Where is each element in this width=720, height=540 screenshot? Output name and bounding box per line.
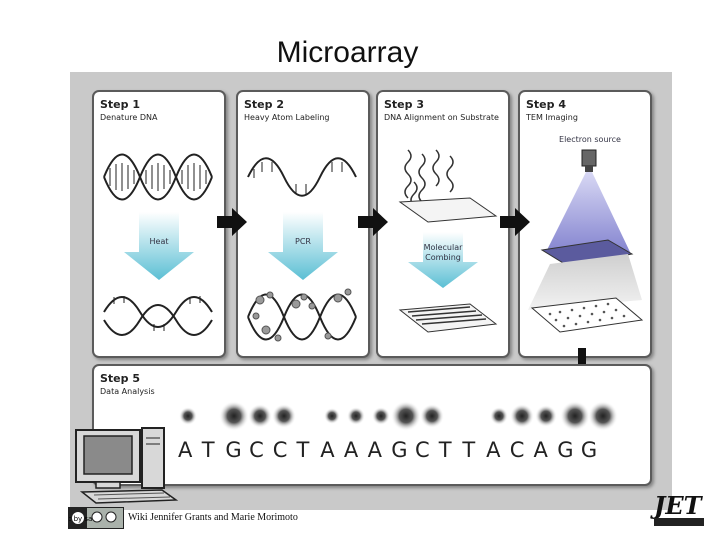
step3-panel: Step 3 DNA Alignment on Substrate Molecu… (376, 90, 510, 358)
step3-subtitle: DNA Alignment on Substrate (384, 113, 499, 122)
step4-panel: Step 4 TEM Imaging Electron source (518, 90, 652, 358)
step3-illustration: Molecular Combing (398, 149, 498, 333)
step2-title: Step 2 (244, 98, 284, 111)
step5-subtitle: Data Analysis (100, 387, 155, 396)
slide-title: Microarray (276, 36, 419, 69)
electron-beam-icon (546, 172, 630, 252)
step1-subtitle: Denature DNA (100, 113, 158, 122)
cc-badge-text: cc by sa (69, 515, 92, 523)
sample-grid-icon (540, 239, 634, 267)
signal-spot (372, 407, 390, 425)
sequence-letter: T (462, 438, 476, 462)
jet-logo: JET (650, 491, 704, 526)
combing-label-1: Molecular (424, 243, 464, 252)
signal-spots (179, 401, 618, 431)
aligned-dna-icon (407, 306, 487, 325)
sequence-letter: T (296, 438, 310, 462)
heat-label: Heat (150, 237, 169, 246)
combing-label-2: Combing (425, 253, 461, 262)
sequence-letter: A (367, 438, 382, 462)
electron-gun-icon (581, 149, 597, 172)
signal-spot (347, 407, 365, 425)
computer-icon (75, 427, 179, 504)
signal-spot (510, 404, 534, 428)
image-dots-icon (548, 302, 626, 328)
step4-subtitle: TEM Imaging (526, 113, 578, 122)
signal-spot (219, 401, 249, 431)
down-arrow-icon (268, 212, 338, 280)
sequence-letter: G (557, 438, 574, 462)
down-arrow-icon (408, 232, 478, 288)
sequence-letter: A (178, 438, 193, 462)
step2-illustration: PCR (247, 157, 357, 342)
signal-spot (420, 404, 444, 428)
heavy-atom-icon (252, 288, 352, 342)
detector-image-icon (530, 297, 644, 333)
single-strands-icon (103, 296, 213, 336)
step5-panel: Step 5 Data Analysis (92, 364, 652, 486)
signal-spot (588, 401, 618, 431)
dna-coils-icon (404, 149, 454, 207)
down-arrow-icon (124, 212, 194, 280)
signal-spot (535, 405, 557, 427)
signal-spot (560, 401, 590, 431)
double-helix-icon (103, 153, 213, 201)
credit-text: Wiki Jennifer Grants and Marie Morimoto (128, 512, 298, 523)
step4-title: Step 4 (526, 98, 566, 111)
step1-illustration: Heat (103, 153, 213, 336)
step3-title: Step 3 (384, 98, 424, 111)
step2-panel: Step 2 Heavy Atom Labeling PCR (236, 90, 370, 358)
step5-title: Step 5 (100, 372, 140, 385)
sequence-letter: A (486, 438, 501, 462)
sequence-letter: C (415, 438, 430, 462)
signal-spot (490, 407, 508, 425)
sequence-letter: G (225, 438, 242, 462)
electron-source-label: Electron source (559, 135, 621, 144)
cc-license-badge: cc by sa (64, 507, 124, 529)
step2-subtitle: Heavy Atom Labeling (244, 113, 330, 122)
sequence-letter: G (580, 438, 598, 462)
signal-spot (248, 404, 272, 428)
sequence-letter: A (343, 438, 359, 462)
sequence-letter: C (509, 438, 525, 462)
substrate-icon (398, 197, 498, 223)
sequence-letter: T (201, 438, 215, 462)
step4-illustration: Electron source (528, 135, 644, 333)
signal-spot (391, 401, 421, 431)
sequence-letter: C (249, 438, 264, 462)
microarray-figure: Step 1 Denature DNA (70, 72, 672, 510)
single-strand-icon (247, 157, 357, 197)
sequence-letter: A (533, 438, 548, 462)
sequence-letter: C (272, 438, 288, 462)
sequence-letter: G (391, 438, 408, 462)
sequence-letter: A (320, 438, 335, 462)
step1-panel: Step 1 Denature DNA (92, 90, 226, 358)
signal-spot (179, 407, 197, 425)
sequence-letter: T (438, 438, 452, 462)
signal-spot (324, 408, 340, 424)
transmitted-beam-icon (528, 254, 642, 310)
jet-logo-text: JET (650, 491, 704, 520)
signal-spot (272, 404, 296, 428)
pcr-label: PCR (295, 237, 311, 246)
step1-title: Step 1 (100, 98, 140, 111)
